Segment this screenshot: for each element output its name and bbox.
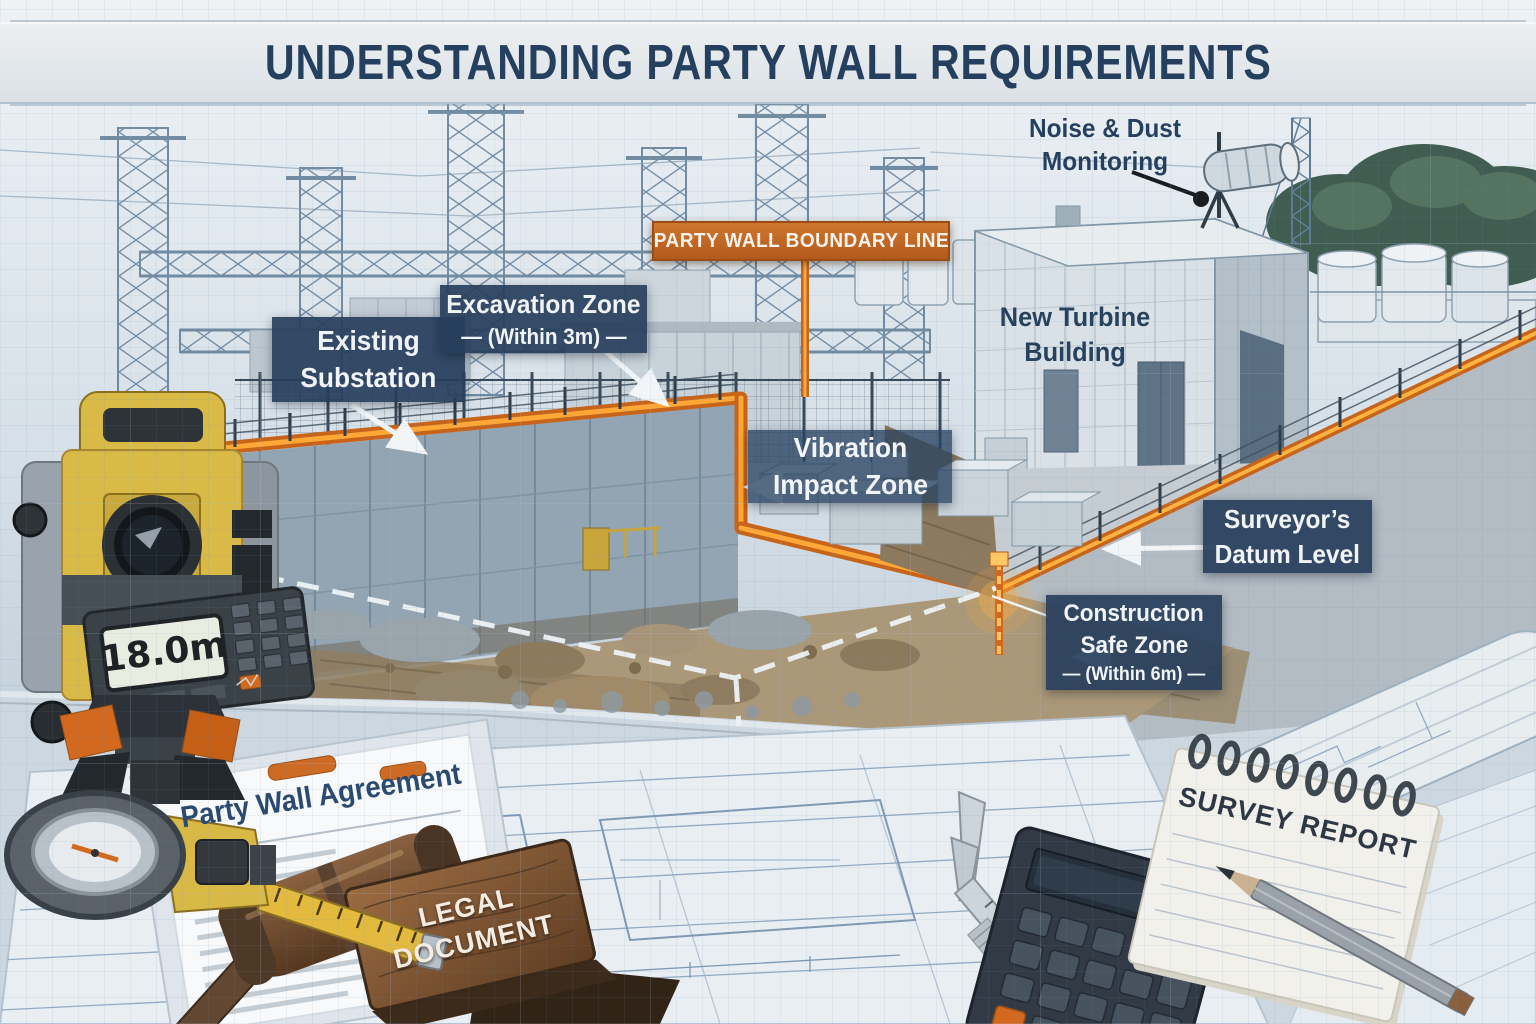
label-text: Substation (300, 361, 437, 393)
label-vibration-impact-zone: Vibration Impact Zone (748, 430, 952, 503)
total-station (12, 391, 315, 804)
legal-document-stamp (344, 838, 680, 1024)
total-station-keypad (230, 596, 309, 673)
compass-tape-measure (4, 790, 448, 971)
label-text: Existing (317, 324, 420, 356)
label-text: Surveyor’s (1224, 504, 1351, 535)
pencil (1215, 866, 1475, 1017)
label-text: Building (1024, 336, 1126, 367)
road-rocks (511, 691, 860, 719)
survey-dashed-lines (261, 573, 997, 727)
noise-monitor-device (1200, 132, 1300, 229)
label-noise-dust-monitoring: Noise & Dust Monitoring (1015, 112, 1195, 179)
label-text: Monitoring (1041, 146, 1169, 177)
label-existing-substation: Existing Substation (272, 317, 465, 402)
boundary-corner-lamp (965, 551, 1033, 655)
label-construction-safe-zone: Construction Safe Zone — (Within 6m) — (1046, 595, 1222, 690)
notebook-spiral (1188, 733, 1416, 817)
label-text: — (Within 3m) — (460, 323, 627, 349)
label-text: Safe Zone (1080, 631, 1188, 659)
page-title: UNDERSTANDING PARTY WALL REQUIREMENTS (264, 36, 1272, 90)
label-new-turbine-building: New Turbine Building (985, 300, 1165, 369)
label-text: Noise & Dust (1028, 113, 1182, 143)
label-text: New Turbine (999, 302, 1151, 332)
label-excavation-zone: Excavation Zone — (Within 3m) — (440, 285, 647, 353)
label-text: Impact Zone (772, 468, 928, 500)
boundary-banner-label: PARTY WALL BOUNDARY LINE (653, 229, 949, 252)
label-text: — (Within 6m) — (1062, 663, 1206, 685)
boundary-fences (149, 306, 1536, 577)
total-station-control-panel (82, 586, 315, 723)
label-text: Datum Level (1214, 538, 1361, 569)
title-band: UNDERSTANDING PARTY WALL REQUIREMENTS (0, 22, 1536, 104)
party-wall-boundary-line (133, 327, 1536, 597)
label-text: Vibration (793, 431, 907, 463)
party-wall-boundary-banner: PARTY WALL BOUNDARY LINE (652, 221, 950, 261)
label-surveyors-datum-level: Surveyor’s Datum Level (1203, 500, 1372, 573)
label-text: Excavation Zone (446, 289, 641, 320)
new-turbine-building (974, 205, 1309, 475)
label-text: Construction (1063, 600, 1205, 628)
